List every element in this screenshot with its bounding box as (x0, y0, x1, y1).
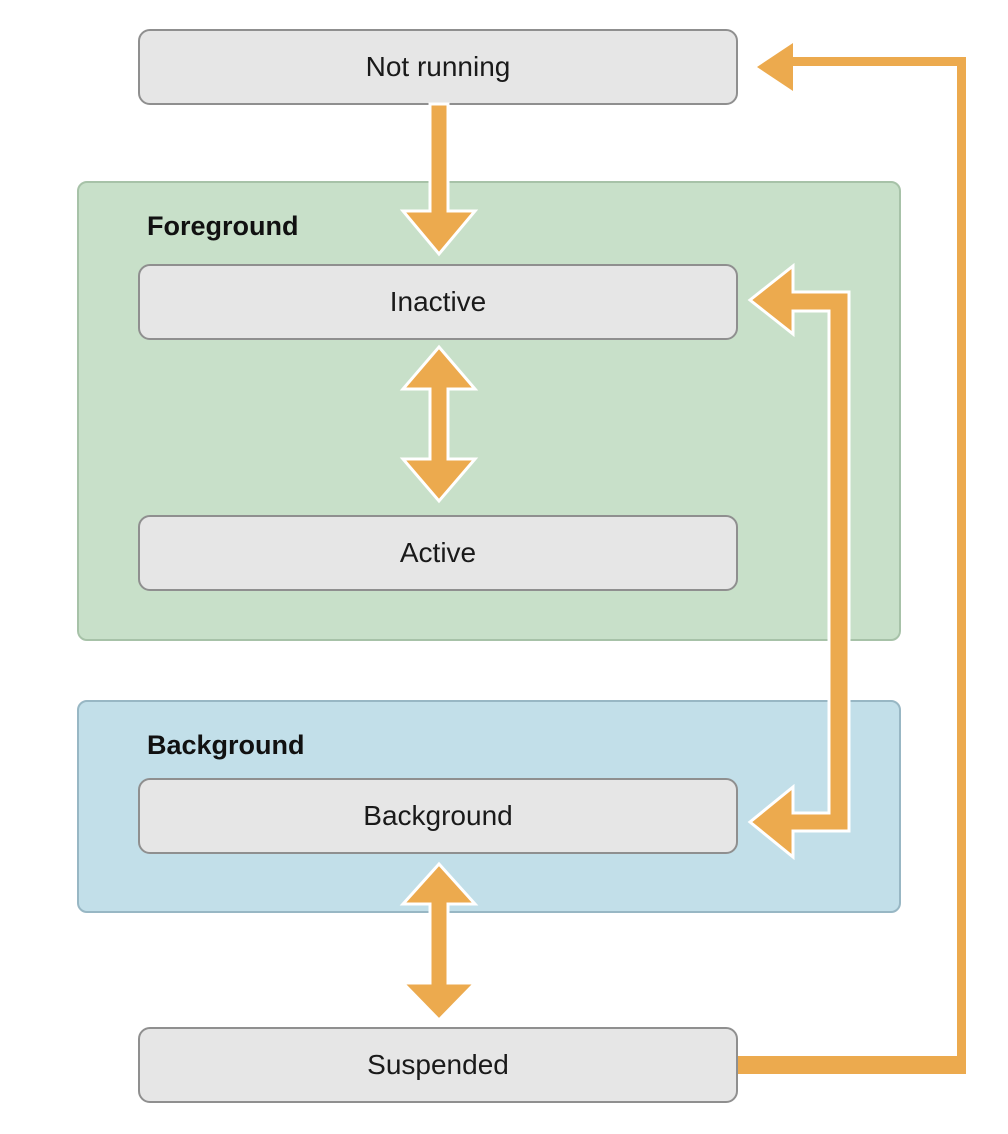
background-group-title: Background (147, 730, 305, 760)
arrow-background-suspended (399, 861, 479, 1023)
arrow-inactive-background (747, 262, 851, 861)
state-suspended: Suspended (138, 1027, 738, 1103)
arrow-not-running-to-inactive (399, 102, 479, 257)
state-inactive: Inactive (138, 264, 738, 340)
arrow-inactive-active (399, 344, 479, 504)
state-active: Active (138, 515, 738, 591)
state-not-running: Not running (138, 29, 738, 105)
foreground-group-title: Foreground (147, 211, 299, 241)
arrow-suspended-to-not-running (738, 43, 966, 1074)
state-background: Background (138, 778, 738, 854)
